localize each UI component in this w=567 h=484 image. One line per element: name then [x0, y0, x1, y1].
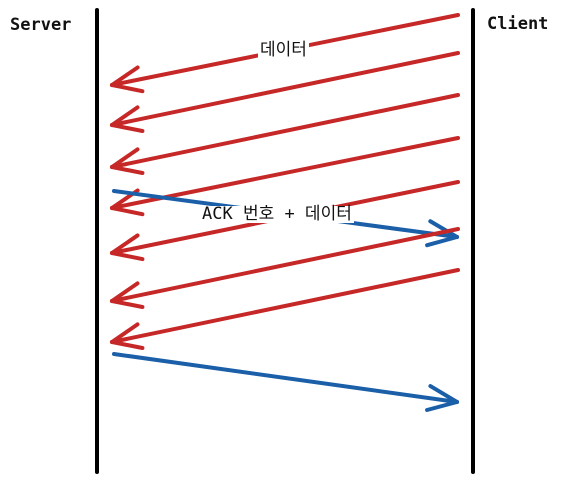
client-label: Client — [487, 14, 549, 34]
data-arrow-2 — [110, 51, 460, 134]
data-arrow-7 — [110, 227, 460, 310]
data-message-label: 데이터 — [258, 40, 309, 60]
data-arrow-3 — [110, 93, 460, 176]
data-arrow-4 — [110, 136, 460, 217]
ack-message-label: ACK 번호 + 데이터 — [200, 204, 354, 224]
ack-arrow-9 — [112, 352, 459, 412]
data-arrow-8 — [110, 268, 460, 351]
server-label: Server — [10, 15, 72, 35]
